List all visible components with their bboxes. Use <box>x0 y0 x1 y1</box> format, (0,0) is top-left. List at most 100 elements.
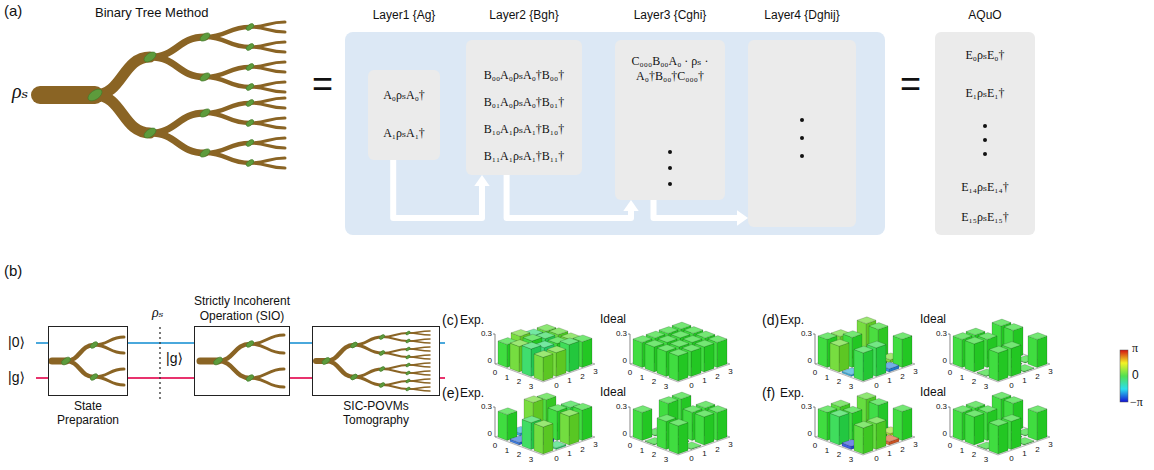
operator-box: Layer4 {Dghij} <box>748 40 856 227</box>
panel-title: Binary Tree Method <box>95 6 208 21</box>
axis-tick: 2 <box>715 445 719 454</box>
tree-leaf <box>405 346 411 351</box>
formula: B₁₁A₁ρₛA₁†B₁₁† <box>466 149 582 164</box>
bar-face <box>831 400 850 407</box>
axis-tick: 0 <box>813 369 817 378</box>
ket-label: |0⟩ <box>8 334 25 350</box>
tree-branch <box>408 373 430 375</box>
colorbar <box>1120 350 1128 402</box>
bar-face <box>717 409 727 440</box>
axis-tick: 3 <box>529 382 533 391</box>
colorbar-tick: 0 <box>1132 369 1139 383</box>
tree-branch <box>150 113 205 133</box>
axis-tick: 1 <box>567 450 571 459</box>
axis-tick: 0.3 <box>936 329 947 338</box>
colorbar-tick: −π <box>1130 396 1143 410</box>
tree-leaf <box>245 98 255 107</box>
axis-tick: 1 <box>640 446 644 455</box>
circuit-box: SIC-POVMs Tomography <box>312 326 440 396</box>
ellipsis-dot <box>668 182 672 186</box>
arrow-line <box>654 200 740 218</box>
bar-face <box>869 323 888 330</box>
z-axis <box>630 407 631 437</box>
bar-face <box>989 423 998 454</box>
axis-tick: 0 <box>943 356 947 365</box>
tree-branch <box>354 369 382 377</box>
tree-branch <box>150 133 205 153</box>
tree-branch <box>326 361 354 377</box>
tree-leaf <box>245 340 255 349</box>
tree-leaf <box>199 71 212 82</box>
tree-branch <box>408 365 430 367</box>
bar-face <box>678 353 688 381</box>
axis-tick: 0 <box>689 454 693 463</box>
z-axis <box>815 334 816 364</box>
tree-branch <box>408 389 430 391</box>
bar-face <box>818 333 837 340</box>
tree-branch <box>95 57 150 95</box>
bar-face <box>830 343 839 372</box>
tree-leaf <box>245 138 255 147</box>
bar-face <box>696 331 715 338</box>
axis-tick: 3 <box>664 382 668 391</box>
bar-face <box>669 419 688 426</box>
box-ground <box>48 326 128 396</box>
axis-tick: 3 <box>849 382 853 391</box>
axis-tick: 0.3 <box>616 402 627 411</box>
bar-face <box>953 406 972 413</box>
bar-face <box>657 348 666 376</box>
box-ground <box>312 326 440 396</box>
bar-face <box>659 327 678 334</box>
bar-face <box>678 423 688 454</box>
bar-face <box>974 414 984 445</box>
bar-face <box>645 344 654 372</box>
operator-box: Layer2 {Bgh}B₀₀A₀ρₛA₀†B₀₀†B₀₁A₀ρₛA₀†B₀₁†… <box>466 40 582 175</box>
tree-branch <box>382 385 408 389</box>
axis-tick: 0 <box>874 381 878 390</box>
chart-title: Ideal <box>600 386 626 400</box>
bar-face <box>569 413 579 445</box>
bar-face <box>511 329 530 336</box>
ellipsis-dot <box>800 136 804 140</box>
tree-branch <box>250 163 285 168</box>
bar-face <box>534 424 543 454</box>
bar-face <box>573 403 592 410</box>
axis-tick: 0 <box>628 369 632 378</box>
equals-sign: = <box>312 66 333 102</box>
formula: B₀₁A₀ρₛA₀†B₀₁† <box>466 95 582 110</box>
axis-tick: 0 <box>493 442 497 451</box>
tree-branch <box>382 337 408 341</box>
formula: B₁₀A₁ρₛA₁†B₁₀† <box>466 122 582 137</box>
bar-face <box>582 407 592 441</box>
axis-tick: 0.3 <box>801 402 812 411</box>
axis-tick: 1 <box>702 377 706 386</box>
tree-branch <box>250 103 285 108</box>
tree-leaf <box>378 366 385 372</box>
bar-face <box>543 354 553 381</box>
box-heading: Strictly Incoherent Operation (SIO) <box>177 294 307 323</box>
panel-letter: (a) <box>4 2 22 19</box>
axis-tick: 0 <box>808 356 812 365</box>
chart-title: Exp. <box>780 314 804 328</box>
tree-branch <box>66 361 94 377</box>
z-axis <box>495 407 496 437</box>
axis-tick: 0 <box>493 369 497 378</box>
bar-face <box>522 416 541 423</box>
bar-face <box>978 333 997 340</box>
axis-tick: 0 <box>1009 454 1013 463</box>
bar-face <box>708 336 727 343</box>
bar-face <box>522 346 531 377</box>
bar-face <box>857 317 876 324</box>
tree-leaf <box>212 356 223 366</box>
axis-tick: 2 <box>652 378 656 387</box>
bar-face <box>582 338 592 367</box>
panel-letter: (e) <box>442 385 459 401</box>
tree-branch <box>354 337 382 345</box>
axis-tick: 2 <box>837 378 841 387</box>
bar-face <box>1004 324 1023 331</box>
arrow-head <box>474 175 489 186</box>
formula: E₀ρₛE₀† <box>935 48 1035 63</box>
bar-face <box>893 405 912 412</box>
bar-face <box>659 397 678 404</box>
